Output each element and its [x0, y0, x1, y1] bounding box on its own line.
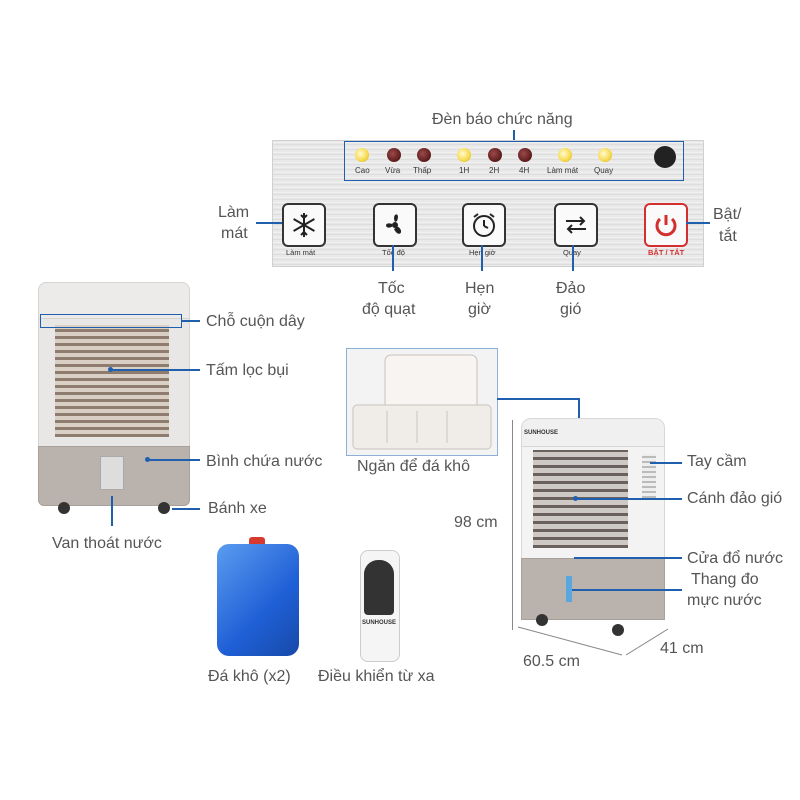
led-label-2h: 2H	[489, 166, 500, 175]
remote-button-pad	[364, 560, 394, 615]
callout-swing-line	[572, 245, 574, 271]
indicator-title: Đèn báo chức năng	[432, 111, 573, 128]
callout-drain-valve: Van thoát nước	[52, 535, 162, 552]
side-wheel-right	[612, 624, 624, 636]
power-icon	[655, 215, 677, 237]
callout-cooling-2: mát	[221, 225, 248, 242]
fan-icon	[386, 214, 402, 234]
ice-pack-image	[217, 544, 299, 656]
cooling-button-label: Làm mát	[286, 248, 316, 257]
callout-cooling-1: Làm	[218, 204, 250, 221]
callout-cord-holder: Chỗ cuộn dây	[206, 313, 305, 330]
led-1h	[457, 148, 471, 162]
led-cooling	[558, 148, 572, 162]
speed-button[interactable]	[373, 203, 417, 247]
cord-holder-box	[40, 314, 182, 328]
height-dimension-line	[512, 420, 513, 630]
callout-timer-1: Hẹn	[465, 280, 495, 297]
ir-receiver-icon	[654, 146, 676, 168]
callout-timer-line	[481, 245, 483, 271]
led-label-low: Thấp	[413, 166, 432, 175]
callout-speed-2: độ quạt	[362, 301, 416, 318]
led-medium	[387, 148, 401, 162]
callout-power-line	[686, 222, 710, 224]
cooling-button[interactable]	[282, 203, 326, 247]
side-cooler-handle	[642, 454, 656, 498]
side-cooler-brand: SUNHOUSE	[524, 430, 559, 436]
timer-button[interactable]	[462, 203, 506, 247]
led-4h	[518, 148, 532, 162]
width-depth-dimension-lines	[517, 626, 669, 656]
alarm-clock-icon	[473, 213, 495, 237]
callout-level-1: Thang đo	[691, 571, 759, 588]
callout-tank-dot	[145, 457, 150, 462]
power-button[interactable]	[644, 203, 688, 247]
callout-tank-line	[149, 459, 200, 461]
callout-cord-line	[182, 320, 200, 322]
width-dimension: 60.5 cm	[523, 653, 580, 670]
swing-button-label: Quay	[563, 248, 581, 257]
callout-level-line	[572, 589, 682, 591]
callout-speed-line	[392, 245, 394, 271]
callout-louver-line	[577, 498, 682, 500]
callout-cooling-line	[256, 222, 282, 224]
led-label-swing: Quay	[594, 166, 614, 175]
callout-speed-1: Tốc	[378, 280, 405, 297]
wheel-right	[158, 502, 170, 514]
callout-filter-line	[112, 369, 200, 371]
ice-compartment-image	[346, 348, 498, 456]
lid-drawing	[352, 354, 492, 450]
callout-lid-line-h	[497, 398, 579, 400]
callout-water-inlet: Cửa đổ nước	[687, 550, 783, 567]
callout-inlet-line	[574, 557, 682, 559]
indicator-title-line	[513, 130, 515, 141]
led-label-medium: Vừa	[385, 166, 401, 175]
callout-level-2: mực nước	[687, 592, 762, 609]
power-button-label: BẬT / TẮT	[648, 248, 685, 257]
dust-filter-grille	[55, 325, 169, 437]
led-low	[417, 148, 431, 162]
led-label-high: Cao	[355, 166, 370, 175]
led-label-cooling: Làm mát	[547, 166, 579, 175]
callout-lid-line-v	[578, 398, 580, 420]
callout-water-tank: Bình chứa nước	[206, 453, 323, 470]
callout-swing-1: Đảo	[556, 280, 586, 297]
swing-arrows-icon	[566, 216, 586, 234]
ice-pack-label: Đá khô (x2)	[208, 668, 291, 685]
callout-wheels: Bánh xe	[208, 500, 267, 517]
callout-handle: Tay cầm	[687, 453, 747, 470]
callout-filter-dot	[108, 367, 113, 372]
callout-power-2: tắt	[719, 228, 737, 245]
remote-brand: SUNHOUSE	[362, 620, 397, 626]
swing-button[interactable]	[554, 203, 598, 247]
led-high	[355, 148, 369, 162]
led-swing	[598, 148, 612, 162]
indicator-group	[344, 141, 684, 181]
ice-pack-cap	[249, 537, 265, 547]
led-2h	[488, 148, 502, 162]
led-label-1h: 1H	[459, 166, 470, 175]
callout-wheel-line	[172, 508, 200, 510]
wheel-left	[58, 502, 70, 514]
cooler-top-panel	[38, 282, 190, 322]
callout-timer-2: giờ	[468, 301, 491, 318]
callout-swing-2: gió	[560, 301, 582, 318]
level-gauge	[566, 576, 572, 602]
side-wheel-left	[536, 614, 548, 626]
callout-louver-dot	[573, 496, 578, 501]
callout-power-1: Bật/	[713, 206, 742, 223]
depth-dimension: 41 cm	[660, 640, 704, 657]
led-label-4h: 4H	[519, 166, 530, 175]
callout-louver: Cánh đảo gió	[687, 490, 783, 507]
water-window	[100, 456, 124, 490]
ice-compartment-label: Ngăn để đá khô	[357, 458, 470, 475]
height-dimension: 98 cm	[454, 514, 498, 531]
callout-handle-line	[650, 462, 682, 464]
callout-drain-line	[111, 496, 113, 526]
snowflake-icon	[293, 213, 315, 237]
remote-label: Điều khiển từ xa	[318, 668, 435, 685]
callout-dust-filter: Tấm lọc bụi	[206, 362, 289, 379]
